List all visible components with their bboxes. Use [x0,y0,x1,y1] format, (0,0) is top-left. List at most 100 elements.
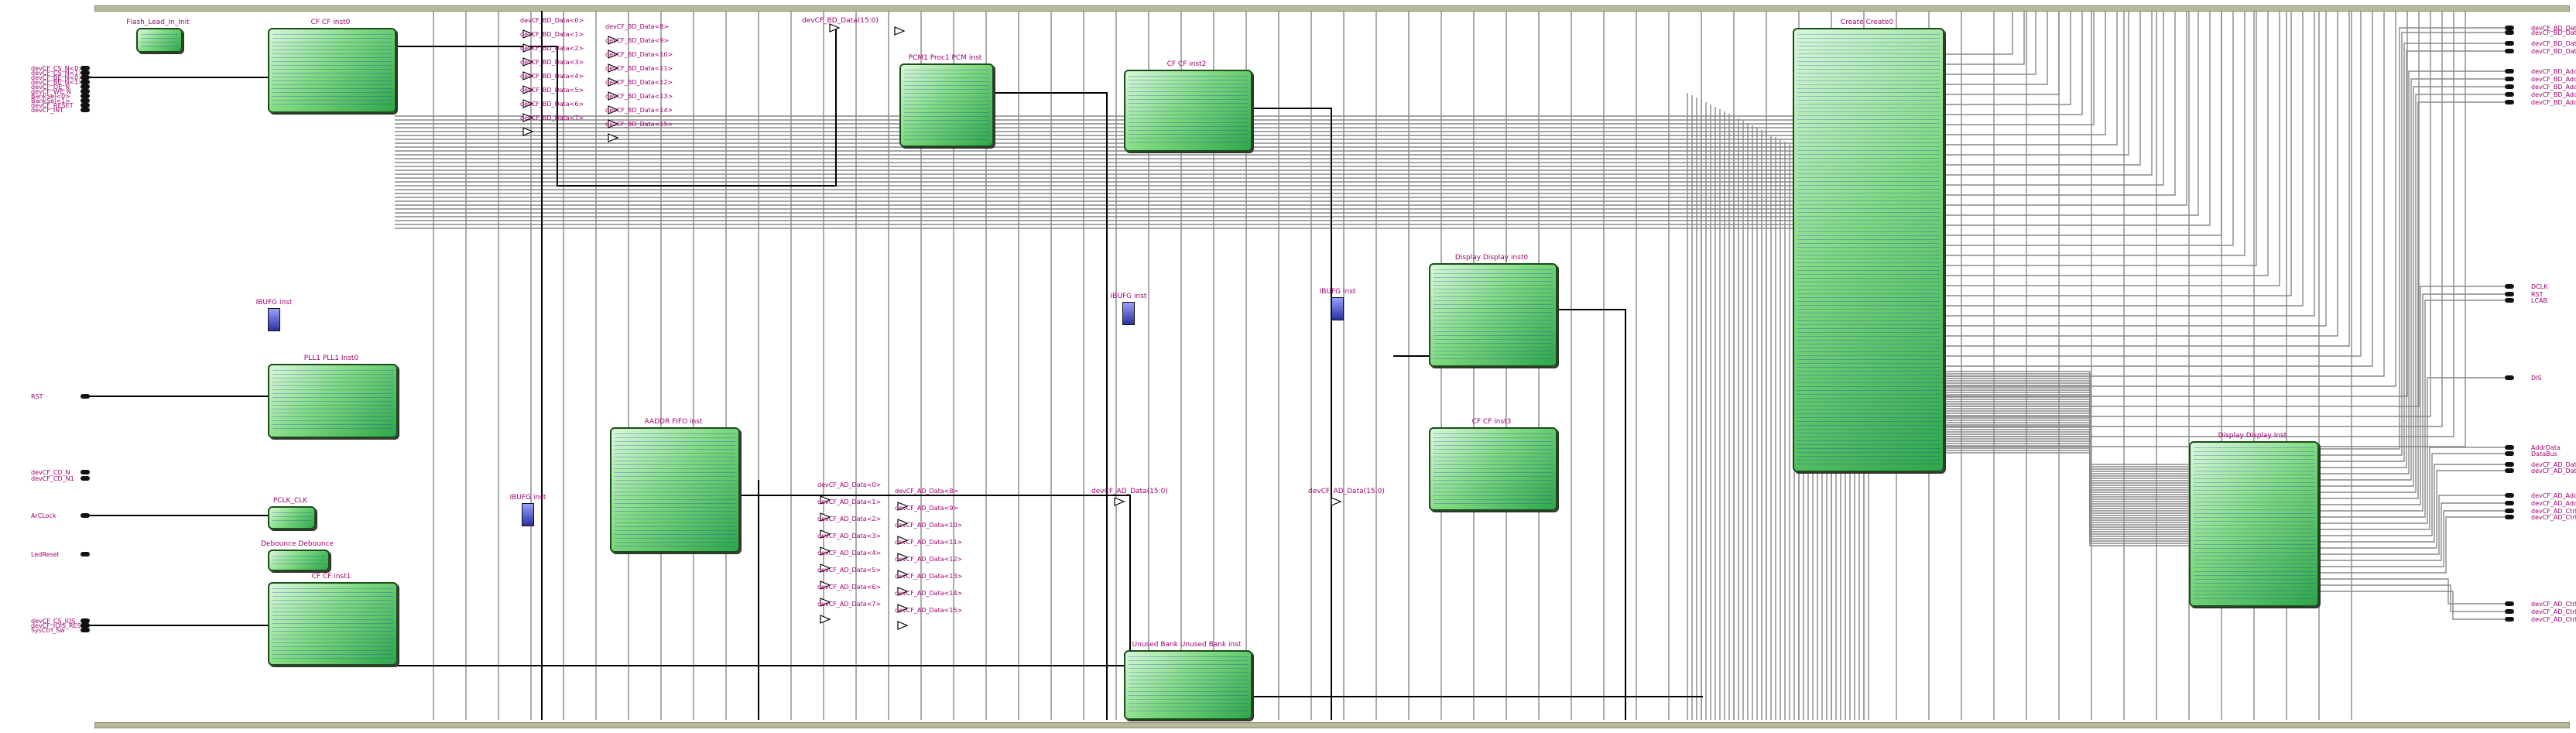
left-port-pad[interactable] [80,618,90,623]
left-port-pad[interactable] [80,513,90,518]
block-pclk[interactable] [268,506,316,529]
left-port-pad[interactable] [80,476,90,481]
grey-fan-wire [1941,11,2257,266]
buffer-gate [820,512,831,522]
block-display[interactable] [1429,263,1557,367]
buffer-gate [1331,497,1342,506]
right-port-pad[interactable] [2505,77,2514,81]
right-port-pad[interactable] [2505,509,2514,513]
bd-data-label: devCF_BD_Data<9> [605,37,670,44]
buffer-gate [608,36,619,45]
right-port-pad[interactable] [2505,601,2514,606]
grey-fan-wire [1941,11,2025,65]
grey-right-wire [2316,32,2505,456]
right-port-pad[interactable] [2505,468,2514,473]
right-port-pad[interactable] [2505,92,2514,97]
right-port-pad[interactable] [2505,69,2514,74]
right-port-pad[interactable] [2505,292,2514,296]
right-port-pad[interactable] [2505,30,2514,35]
grey-fan-wire [1941,11,2245,256]
right-port-pad[interactable] [2505,462,2514,467]
grey-fan-wire [1941,11,2211,226]
block-addr-fifo[interactable] [610,427,740,553]
block-flash-lead-in[interactable] [136,28,183,53]
right-port-label: devCF_BD_Data [2531,48,2576,55]
block-unused-bank-title: Unused Bank Unused Bank inst [1132,641,1242,649]
grey-fan-wire [1941,11,2338,337]
left-port-label: devCF_BE_N<1> [31,79,84,86]
right-port-label: devCF_AD_Data [2531,468,2576,474]
right-port-label: devCF_AD_Data [2531,461,2576,468]
left-port-pad[interactable] [80,66,90,70]
block-create[interactable] [1793,28,1944,472]
right-port-label: DCLK [2531,283,2548,290]
grey-fan-wire [1941,11,2013,55]
right-port-pad[interactable] [2505,26,2514,30]
ad-data-label: devCF_AD_Data<11> [895,539,963,546]
grey-fan-wire [1941,11,2385,377]
block-display-inst-title: Display Display Inst [2218,432,2287,440]
left-port-pad[interactable] [80,394,90,399]
block-cf-inst0[interactable] [268,28,396,113]
right-port-pad[interactable] [2505,501,2514,505]
left-port-pad[interactable] [80,623,90,628]
left-port-pad[interactable] [80,470,90,474]
right-port-pad[interactable] [2505,609,2514,614]
left-port-pad[interactable] [80,89,90,94]
buffer-ibufg-1[interactable] [268,308,280,331]
right-port-label: devCF_AD_Ctrl [2531,608,2576,615]
right-port-pad[interactable] [2505,375,2514,380]
left-port-pad[interactable] [80,80,90,84]
black-wire [1249,108,1332,720]
left-port-pad[interactable] [80,75,90,80]
right-port-label: devCF_BD_Addr [2531,84,2576,91]
grey-right-wire [2316,94,2505,493]
block-pll1[interactable] [268,364,398,438]
left-port-pad[interactable] [80,84,90,89]
block-debounce[interactable] [268,550,330,571]
net-label-ad-bus-2: devCF_AD_Data(15:0) [1308,488,1385,495]
bd-data-label: devCF_BD_Data<14> [605,107,673,114]
grey-fan-wire [1941,11,2431,417]
right-port-pad[interactable] [2505,451,2514,456]
right-port-pad[interactable] [2505,298,2514,303]
right-port-pad[interactable] [2505,515,2514,519]
block-cf-inst2[interactable] [1124,70,1252,152]
buffer-ibufg-3[interactable] [1122,302,1135,325]
ad-data-label: devCF_AD_Data<6> [817,584,882,591]
block-pcm[interactable] [899,63,994,147]
block-create-title: Create Create0 [1840,19,1894,26]
block-cf-inst3[interactable] [1429,427,1557,511]
black-wire [395,28,837,187]
right-port-pad[interactable] [2505,445,2514,450]
left-port-pad[interactable] [80,94,90,98]
grey-right-wire [2316,516,2505,574]
right-port-pad[interactable] [2505,84,2514,89]
left-port-pad[interactable] [80,98,90,103]
right-port-pad[interactable] [2505,49,2514,53]
left-port-label: LedReset [31,551,60,558]
right-port-pad[interactable] [2505,493,2514,498]
right-port-pad[interactable] [2505,41,2514,46]
right-port-pad[interactable] [2505,100,2514,104]
left-port-pad[interactable] [80,103,90,108]
grey-fan-wire [1941,11,2199,216]
grey-right-wire [2316,293,2505,512]
left-port-pad[interactable] [80,628,90,632]
block-display-inst[interactable] [2189,441,2319,607]
block-unused-bank[interactable] [1124,650,1252,720]
left-port-pad[interactable] [80,70,90,75]
grey-fan-wire [1941,11,2234,246]
right-port-pad[interactable] [2505,617,2514,622]
buffer-ibufg-3-title: IBUFG inst [1110,293,1147,300]
right-port-label: DIS [2531,375,2542,382]
block-display-title: Display Display inst0 [1454,254,1529,262]
buffer-ibufg-2[interactable] [522,503,534,526]
buffer-ibufg-4[interactable] [1331,297,1344,320]
left-port-pad[interactable] [80,552,90,557]
left-port-label: devCF_CD_N [31,469,70,476]
block-cf-inst1[interactable] [268,582,398,666]
right-port-pad[interactable] [2505,284,2514,289]
left-port-pad[interactable] [80,108,90,112]
buffer-gate [1114,497,1125,506]
